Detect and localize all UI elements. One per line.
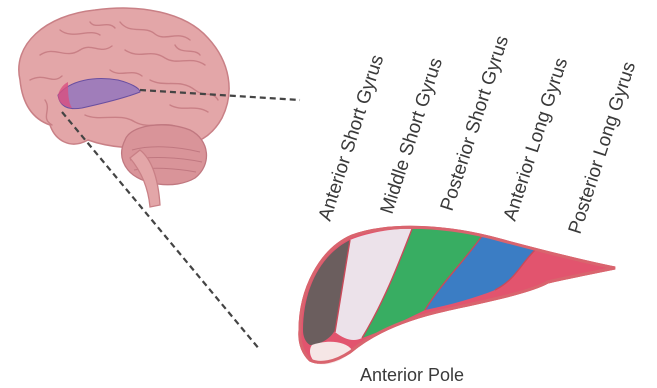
brain-illustration: [19, 8, 229, 207]
label-anterior-pole: Anterior Pole: [360, 365, 464, 385]
label-posterior-long-gyrus: Posterior Long Gyrus: [565, 59, 640, 236]
insula-gyri-map: [300, 227, 615, 364]
label-anterior-short-gyrus: Anterior Short Gyrus: [315, 52, 388, 223]
label-anterior-long-gyrus: Anterior Long Gyrus: [500, 55, 573, 223]
label-posterior-short-gyrus: Posterior Short Gyrus: [437, 33, 513, 213]
label-middle-short-gyrus: Middle Short Gyrus: [377, 55, 447, 216]
cerebrum: [19, 8, 229, 148]
